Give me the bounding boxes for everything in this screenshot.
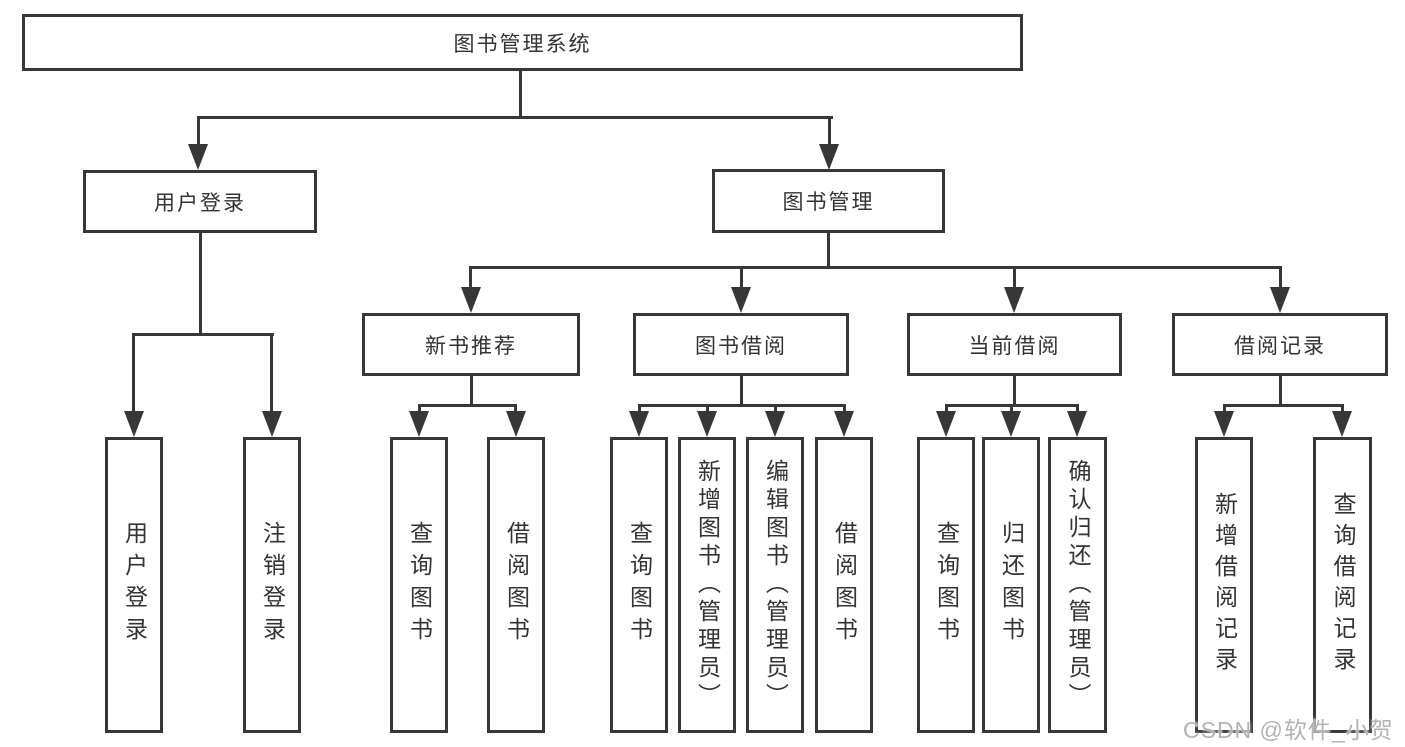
node-bb-borrow-books: 借阅图书	[815, 437, 873, 733]
node-rec-query-books: 查询图书	[390, 437, 448, 733]
connector-line	[827, 233, 830, 269]
connector-line	[270, 333, 273, 413]
connector-line	[514, 404, 517, 416]
connector-line	[519, 70, 522, 117]
connector-line	[774, 404, 777, 416]
connector-line	[469, 266, 1282, 269]
arrow-down-icon	[1067, 411, 1087, 437]
arrow-down-icon	[262, 411, 282, 437]
node-cb-return-books: 归还图书	[982, 437, 1040, 733]
arrow-down-icon	[1270, 287, 1290, 313]
csdn-watermark: CSDN @软件_小贺同学	[1183, 717, 1394, 743]
arrow-down-icon	[731, 287, 751, 313]
connector-line	[843, 404, 846, 416]
connector-line	[199, 233, 202, 335]
node-bb-edit-books-admin: 编辑图书（管理员）	[746, 437, 804, 733]
connector-line	[1076, 404, 1079, 416]
connector-line	[1013, 376, 1016, 406]
arrow-down-icon	[765, 411, 785, 437]
arrow-down-icon	[1332, 411, 1352, 437]
connector-line	[1279, 376, 1282, 406]
connector-line	[638, 404, 844, 407]
connector-line	[638, 404, 641, 416]
node-login-user: 用户登录	[105, 437, 163, 733]
connector-line	[1223, 404, 1226, 416]
connector-line	[1341, 404, 1344, 416]
arrow-down-icon	[461, 287, 481, 313]
node-br-add-record: 新增借阅记录	[1195, 437, 1253, 733]
node-borrow-records: 借阅记录	[1172, 313, 1388, 376]
node-login-logout: 注销登录	[243, 437, 301, 733]
arrow-down-icon	[936, 411, 956, 437]
connector-line	[1013, 266, 1016, 290]
arrow-down-icon	[1214, 411, 1234, 437]
connector-line	[740, 376, 743, 406]
arrow-down-icon	[1004, 287, 1024, 313]
connector-line	[706, 404, 709, 416]
node-bb-add-books-admin: 新增图书（管理员）	[678, 437, 736, 733]
connector-line	[197, 116, 833, 119]
arrow-down-icon	[834, 411, 854, 437]
node-book-management: 图书管理	[712, 169, 945, 233]
connector-line	[1010, 404, 1013, 416]
connector-line	[469, 266, 472, 290]
arrow-down-icon	[629, 411, 649, 437]
node-cb-query-books: 查询图书	[917, 437, 975, 733]
connector-line	[132, 333, 274, 336]
connector-line	[470, 376, 473, 406]
node-current-borrow: 当前借阅	[907, 313, 1122, 376]
arrow-down-icon	[409, 411, 429, 437]
connector-line	[132, 333, 135, 413]
connector-line	[828, 116, 831, 146]
node-new-book-recommend: 新书推荐	[362, 313, 580, 376]
arrow-down-icon	[697, 411, 717, 437]
connector-line	[197, 116, 200, 146]
connector-line	[418, 404, 421, 416]
node-rec-borrow-books: 借阅图书	[487, 437, 545, 733]
node-root: 图书管理系统	[22, 14, 1023, 71]
arrow-down-icon	[819, 144, 839, 170]
connector-line	[740, 266, 743, 290]
node-book-borrow: 图书借阅	[633, 313, 849, 376]
arrow-down-icon	[1001, 411, 1021, 437]
node-bb-query-books: 查询图书	[610, 437, 668, 733]
connector-line	[418, 404, 517, 407]
arrow-down-icon	[506, 411, 526, 437]
node-user-login: 用户登录	[83, 170, 317, 233]
connector-line	[1223, 404, 1343, 407]
arrow-down-icon	[188, 144, 208, 170]
connector-line	[1279, 266, 1282, 290]
connector-line	[945, 404, 948, 416]
node-cb-confirm-return-admin: 确认归还（管理员）	[1048, 437, 1107, 733]
arrow-down-icon	[124, 411, 144, 437]
node-br-query-record: 查询借阅记录	[1313, 437, 1372, 733]
